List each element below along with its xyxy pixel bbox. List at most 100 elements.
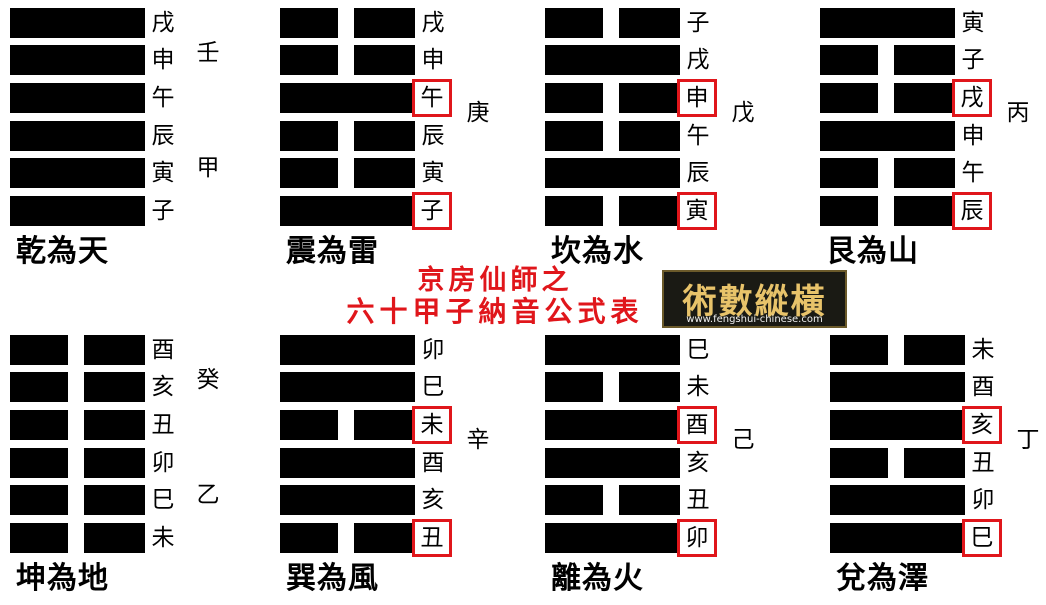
yang-line	[280, 335, 415, 365]
branch-label: 丑	[971, 450, 995, 476]
lower-stem-label: 乙	[196, 482, 220, 508]
yang-line	[545, 158, 680, 188]
highlighted-branch-label: 戌	[952, 79, 992, 117]
yin-line	[280, 121, 415, 151]
yang-line	[830, 410, 965, 440]
hexagram-name: 兌為澤	[836, 561, 929, 596]
highlighted-branch-label: 未	[412, 406, 452, 444]
hexagram: 巳未酉亥丑卯己離為火	[545, 335, 795, 605]
logo-url: www.fengshui-chinese.com	[686, 314, 823, 325]
branch-label: 戌	[151, 10, 175, 36]
stem-label: 丙	[1006, 100, 1030, 126]
branch-label: 未	[686, 374, 710, 400]
branch-label: 申	[421, 47, 445, 73]
highlighted-branch-label: 丑	[412, 519, 452, 557]
branch-label: 申	[151, 47, 175, 73]
branch-label: 亥	[421, 487, 445, 513]
hexagram-name: 艮為山	[826, 234, 919, 269]
yang-line	[280, 372, 415, 402]
highlighted-branch-label: 申	[677, 79, 717, 117]
yin-line	[280, 8, 415, 38]
hexagram-name: 震為雷	[286, 234, 379, 269]
branch-label: 寅	[421, 160, 445, 186]
stem-label: 己	[731, 427, 755, 453]
yin-line	[280, 158, 415, 188]
branch-label: 未	[971, 337, 995, 363]
logo-text: 術數縱橫	[682, 282, 827, 322]
stem-label: 戊	[731, 100, 755, 126]
yang-line	[830, 372, 965, 402]
lower-stem-label: 甲	[196, 155, 220, 181]
yin-line	[10, 448, 145, 478]
branch-label: 辰	[151, 123, 175, 149]
branch-label: 巳	[686, 337, 710, 363]
branch-label: 巳	[151, 487, 175, 513]
upper-stem-label: 壬	[196, 40, 220, 66]
yang-line	[10, 45, 145, 75]
yang-line	[10, 196, 145, 226]
branch-label: 午	[151, 85, 175, 111]
branch-label: 午	[686, 123, 710, 149]
yin-line	[820, 196, 955, 226]
yin-line	[545, 485, 680, 515]
branch-label: 丑	[151, 412, 175, 438]
yang-line	[280, 448, 415, 478]
hexagram: 戌申午辰寅子壬甲乾為天	[10, 8, 260, 278]
yin-line	[545, 83, 680, 113]
highlighted-branch-label: 午	[412, 79, 452, 117]
branch-label: 子	[686, 10, 710, 36]
yang-line	[545, 523, 680, 553]
title-line-2: 六十甲子納音公式表	[346, 295, 644, 328]
yin-line	[820, 83, 955, 113]
yin-line	[820, 45, 955, 75]
branch-label: 卯	[421, 337, 445, 363]
yin-line	[280, 523, 415, 553]
yin-line	[830, 335, 965, 365]
yin-line	[10, 335, 145, 365]
yang-line	[10, 83, 145, 113]
yang-line	[830, 523, 965, 553]
highlighted-branch-label: 酉	[677, 406, 717, 444]
branch-label: 亥	[151, 374, 175, 400]
branch-label: 辰	[421, 123, 445, 149]
yin-line	[830, 448, 965, 478]
hexagram: 戌申午辰寅子 庚震為雷	[280, 8, 530, 278]
yang-line	[545, 45, 680, 75]
branch-label: 午	[961, 160, 985, 186]
yin-line	[545, 372, 680, 402]
yin-line	[545, 8, 680, 38]
hexagram-name: 坎為水	[551, 234, 644, 269]
hexagram: 卯巳未酉亥丑 辛巽為風	[280, 335, 530, 605]
hexagram: 寅子戌申午辰丙艮為山	[820, 8, 1046, 278]
branch-label: 巳	[421, 374, 445, 400]
stem-label: 辛	[466, 427, 490, 453]
yang-line	[10, 8, 145, 38]
yang-line	[280, 196, 415, 226]
branch-label: 亥	[686, 450, 710, 476]
branch-label: 卯	[971, 487, 995, 513]
branch-label: 戌	[421, 10, 445, 36]
yin-line	[10, 485, 145, 515]
yang-line	[830, 485, 965, 515]
yin-line	[280, 410, 415, 440]
branch-label: 辰	[686, 160, 710, 186]
branch-label: 卯	[151, 450, 175, 476]
yin-line	[280, 45, 415, 75]
hexagram-name: 巽為風	[286, 561, 379, 596]
stem-label: 丁	[1016, 427, 1040, 453]
hexagram: 酉亥丑卯巳未癸乙坤為地	[10, 335, 260, 605]
yang-line	[280, 485, 415, 515]
branch-label: 子	[961, 47, 985, 73]
yang-line	[10, 121, 145, 151]
yang-line	[280, 83, 415, 113]
yin-line	[545, 121, 680, 151]
highlighted-branch-label: 亥	[962, 406, 1002, 444]
branch-label: 酉	[421, 450, 445, 476]
hexagram-name: 離為火	[551, 561, 644, 596]
stem-label: 庚	[466, 100, 490, 126]
yang-line	[545, 410, 680, 440]
yin-line	[10, 523, 145, 553]
highlighted-branch-label: 巳	[962, 519, 1002, 557]
highlighted-branch-label: 子	[412, 192, 452, 230]
branch-label: 戌	[686, 47, 710, 73]
